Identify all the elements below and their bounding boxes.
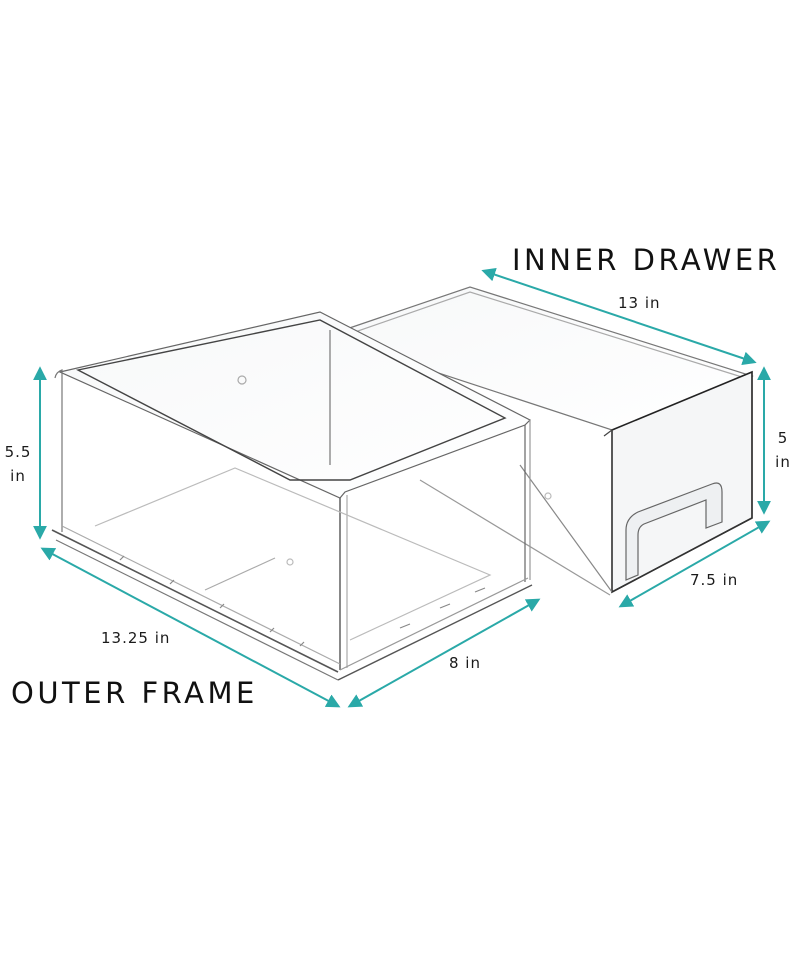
outer-length-label: 13.25 in — [101, 629, 171, 647]
outer-height-label: 5.5 in — [2, 440, 34, 488]
dimension-arrows — [33, 267, 771, 708]
outer-width-arrow — [347, 598, 541, 708]
inner-height-label: 5 in — [770, 426, 796, 474]
outer-frame-title: OUTER FRAME — [11, 676, 258, 710]
inner-height-unit: in — [775, 453, 791, 471]
outer-length-arrow — [40, 547, 341, 708]
outer-width-label: 8 in — [449, 654, 481, 672]
inner-width-arrow — [618, 520, 771, 608]
inner-height-value: 5 — [777, 429, 789, 447]
inner-length-label: 13 in — [618, 294, 661, 312]
inner-length-arrow — [481, 267, 757, 366]
outer-height-unit: in — [10, 467, 26, 485]
inner-drawer-title: INNER DRAWER — [512, 243, 781, 277]
inner-width-label: 7.5 in — [690, 571, 739, 589]
outer-height-value: 5.5 — [4, 443, 32, 461]
